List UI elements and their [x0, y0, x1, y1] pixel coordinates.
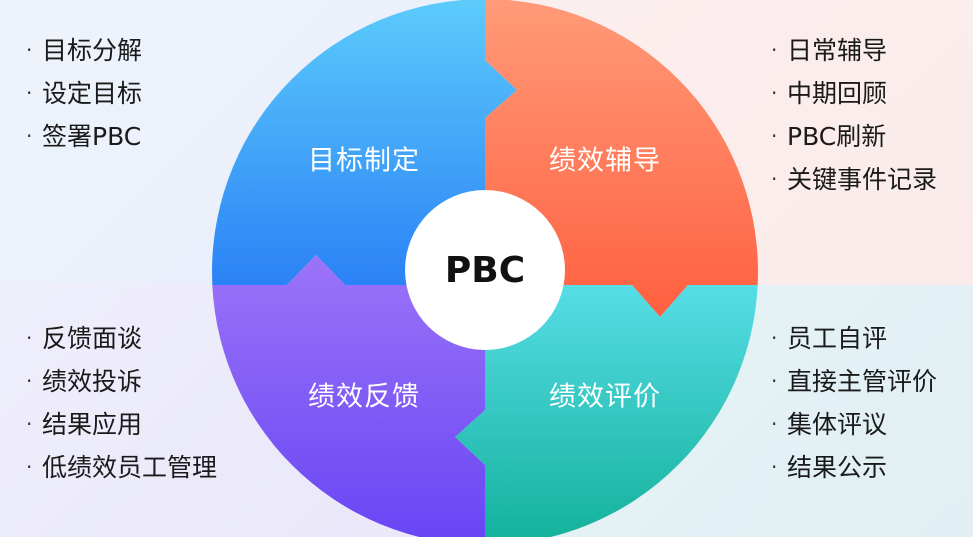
list-item: ·PBC刷新	[771, 115, 937, 158]
list-item: ·员工自评	[771, 317, 937, 360]
list-item: ·结果公示	[771, 446, 937, 489]
list-item: ·关键事件记录	[771, 158, 937, 201]
bullet-icon: ·	[771, 81, 778, 105]
bullet-icon: ·	[26, 124, 33, 148]
list-item: ·结果应用	[26, 403, 217, 446]
bullet-icon: ·	[26, 81, 33, 105]
segment-label-coaching: 绩效辅导	[549, 145, 661, 177]
bullet-icon: ·	[26, 412, 33, 436]
list-item: ·设定目标	[26, 72, 142, 115]
list-item: ·反馈面谈	[26, 317, 217, 360]
list-item: ·签署PBC	[26, 115, 142, 158]
center-pbc-circle: PBC	[405, 190, 565, 350]
bullet-icon: ·	[771, 167, 778, 191]
list-item: ·集体评议	[771, 403, 937, 446]
bullet-icon: ·	[26, 326, 33, 350]
list-item: ·直接主管评价	[771, 360, 937, 403]
bullet-icon: ·	[771, 38, 778, 62]
list-item: ·目标分解	[26, 29, 142, 72]
bullet-icon: ·	[26, 455, 33, 479]
segment-label-goal-setting: 目标制定	[308, 145, 420, 177]
list-coaching-items: ·日常辅导 ·中期回顾 ·PBC刷新 ·关键事件记录	[771, 29, 937, 201]
list-feedback-items: ·反馈面谈 ·绩效投诉 ·结果应用 ·低绩效员工管理	[26, 317, 217, 489]
list-evaluation-items: ·员工自评 ·直接主管评价 ·集体评议 ·结果公示	[771, 317, 937, 489]
bullet-icon: ·	[771, 326, 778, 350]
bullet-icon: ·	[26, 369, 33, 393]
segment-label-feedback: 绩效反馈	[308, 381, 420, 413]
bullet-icon: ·	[771, 369, 778, 393]
list-goal-setting-items: ·目标分解 ·设定目标 ·签署PBC	[26, 29, 142, 158]
list-item: ·日常辅导	[771, 29, 937, 72]
bullet-icon: ·	[771, 412, 778, 436]
center-label: PBC	[444, 249, 526, 291]
bullet-icon: ·	[26, 38, 33, 62]
list-item: ·中期回顾	[771, 72, 937, 115]
segment-label-evaluation: 绩效评价	[549, 381, 661, 413]
bullet-icon: ·	[771, 124, 778, 148]
list-item: ·低绩效员工管理	[26, 446, 217, 489]
bullet-icon: ·	[771, 455, 778, 479]
list-item: ·绩效投诉	[26, 360, 217, 403]
